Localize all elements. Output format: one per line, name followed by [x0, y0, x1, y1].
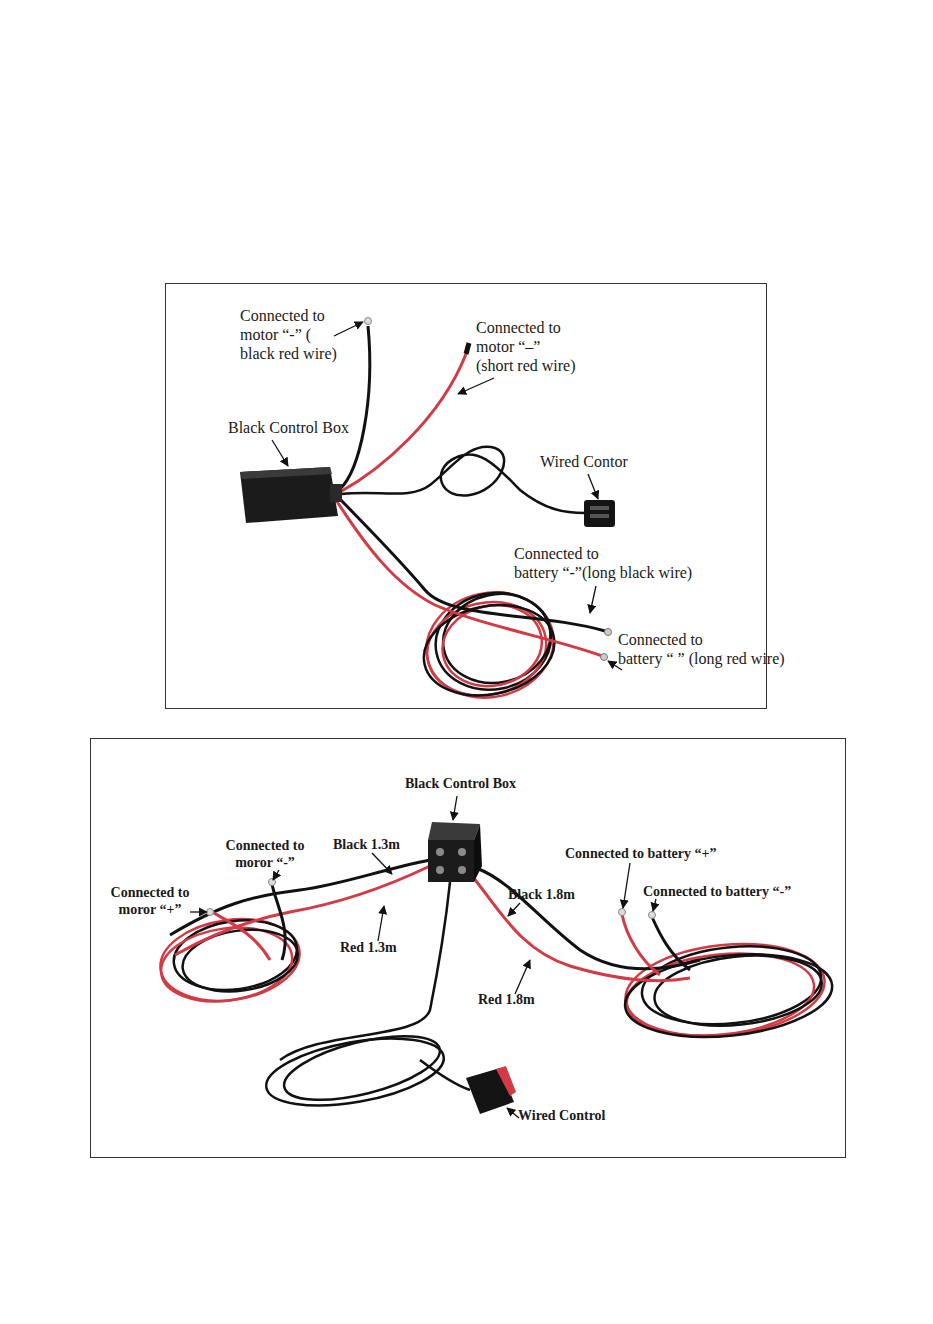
- line-spacer: [614, 544, 704, 560]
- callout-label: Connected to motor “-” ( black red wire): [240, 306, 343, 364]
- callout-label: Connected to battery “-”(long black wire…: [514, 544, 704, 582]
- harness-photo: [240, 318, 615, 711]
- callout-label: Wired Control: [518, 1108, 606, 1125]
- line-spacer: [713, 630, 793, 646]
- callout-label: Connected to motor “–” (short red wire): [476, 318, 579, 376]
- panel-frame: [91, 739, 846, 1158]
- callout-label: Connected to moror “+”: [100, 885, 200, 919]
- callout-label: Connected to battery “ ” (long red wire): [618, 630, 793, 668]
- callout-label: Black 1.8m: [508, 887, 575, 904]
- callout-label: Wired Contor: [540, 452, 628, 471]
- callout-label: Black Control Box: [405, 776, 516, 793]
- callout-label: Red 1.8m: [478, 992, 535, 1009]
- callout-label: Red 1.3m: [340, 940, 397, 957]
- callout-label: Black 1.3m: [333, 837, 400, 854]
- leader-arrow: [190, 796, 656, 1118]
- callout-label: Connected to battery “-”: [643, 884, 791, 901]
- callout-label: Black Control Box: [228, 418, 349, 437]
- harness-photo: [155, 822, 836, 1117]
- callout-label: Connected to battery “+”: [565, 846, 716, 863]
- callout-label: Connected to moror “-”: [215, 838, 315, 872]
